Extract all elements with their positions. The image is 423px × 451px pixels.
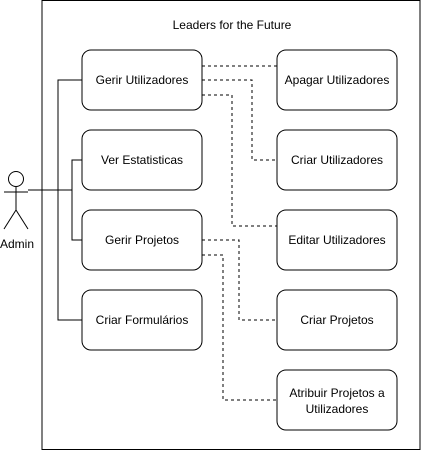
use-case-criar-utilizadores[interactable]: Criar Utilizadores <box>276 129 398 191</box>
include-criar-projetos <box>202 239 277 321</box>
include-criar-utilizadores <box>202 79 277 161</box>
use-case-label: Ver Estatisticas <box>101 153 183 167</box>
actor-label: Admin <box>0 237 34 251</box>
use-case-label-line2: Utilizadores <box>306 402 369 416</box>
use-case-gerir-projetos[interactable]: Gerir Projetos <box>81 209 203 271</box>
use-case-label: Criar Formulários <box>96 313 189 327</box>
use-case-label: Criar Projetos <box>300 313 373 327</box>
use-case-label-line1: Atribuir Projetos a <box>289 386 385 400</box>
actor-left-leg <box>3 209 17 230</box>
use-case-label: Editar Utilizadores <box>288 233 385 247</box>
use-case-label: Criar Utilizadores <box>291 153 383 167</box>
use-case-apagar-utilizadores[interactable]: Apagar Utilizadores <box>276 49 398 111</box>
use-case-criar-formularios[interactable]: Criar Formulários <box>81 289 203 351</box>
use-case-gerir-utilizadores[interactable]: Gerir Utilizadores <box>81 49 203 111</box>
use-case-label: Gerir Projetos <box>105 233 179 247</box>
use-case-label: Apagar Utilizadores <box>285 73 390 87</box>
system-title: Leaders for the Future <box>173 18 292 32</box>
actor-right-leg <box>15 209 29 230</box>
use-case-label: Gerir Utilizadores <box>96 73 189 87</box>
actor-admin[interactable]: Admin <box>0 171 34 252</box>
association-criar-formularios <box>28 189 82 321</box>
include-atribuir-projetos <box>202 254 277 401</box>
use-case-editar-utilizadores[interactable]: Editar Utilizadores <box>276 209 398 271</box>
include-editar-utilizadores <box>202 94 277 227</box>
use-case-atribuir-projetos[interactable]: Atribuir Projetos a Utilizadores <box>276 369 398 431</box>
use-case-criar-projetos[interactable]: Criar Projetos <box>276 289 398 351</box>
actor-head <box>8 171 24 187</box>
use-case-ver-estatisticas[interactable]: Ver Estatisticas <box>81 129 203 191</box>
